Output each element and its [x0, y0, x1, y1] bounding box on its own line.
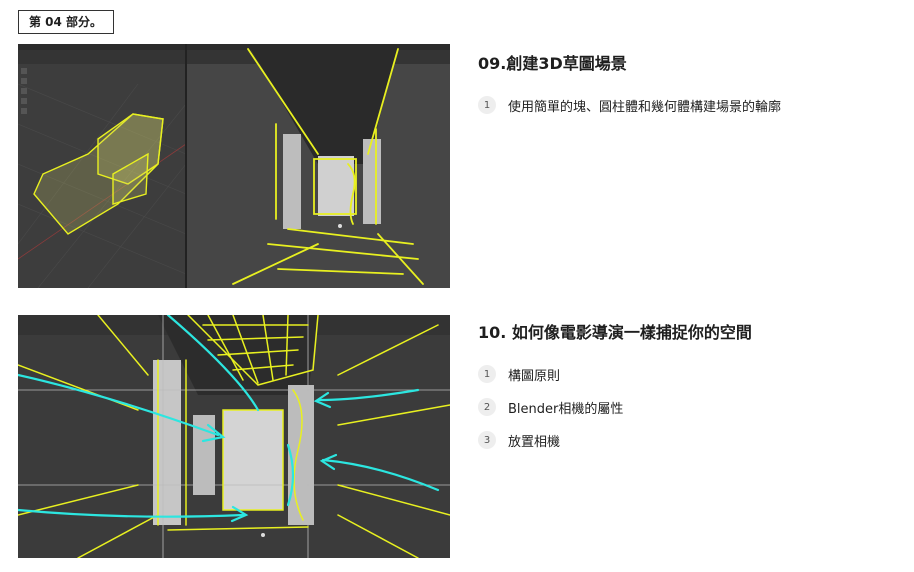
list-item: 1 使用簡單的塊、圓柱體和幾何體構建場景的輪廓: [478, 94, 898, 116]
section-10: 10. 如何像電影導演一樣捕捉你的空間 1 構圖原則 2 Blender相機的屬…: [478, 319, 898, 462]
item-text: Blender相機的屬性: [508, 401, 624, 417]
item-text: 使用簡單的塊、圓柱體和幾何體構建場景的輪廓: [508, 99, 782, 115]
list-item: 1 構圖原則: [478, 363, 898, 385]
section-item-list: 1 使用簡單的塊、圓柱體和幾何體構建場景的輪廓: [478, 94, 898, 116]
list-item: 2 Blender相機的屬性: [478, 396, 898, 418]
viewport-sketch-illustration: [18, 44, 450, 288]
item-number-badge: 1: [478, 365, 496, 383]
blender-viewport-screenshot: [18, 44, 450, 288]
item-text: 構圖原則: [508, 368, 561, 384]
item-number-badge: 3: [478, 431, 496, 449]
item-number-badge: 2: [478, 398, 496, 416]
section-title: 09.創建3D草圖場景: [478, 54, 627, 73]
item-number-badge: 1: [478, 96, 496, 114]
section-item-list: 1 構圖原則 2 Blender相機的屬性 3 放置相機: [478, 363, 898, 451]
camera-composition-screenshot: [18, 315, 450, 558]
section-title: 10. 如何像電影導演一樣捕捉你的空間: [478, 323, 752, 342]
part-label: 第 04 部分。: [18, 10, 114, 34]
item-text: 放置相機: [508, 434, 561, 450]
list-item: 3 放置相機: [478, 429, 898, 451]
camera-sketch-illustration: [18, 315, 450, 558]
section-09: 09.創建3D草圖場景 1 使用簡單的塊、圓柱體和幾何體構建場景的輪廓: [478, 50, 898, 127]
